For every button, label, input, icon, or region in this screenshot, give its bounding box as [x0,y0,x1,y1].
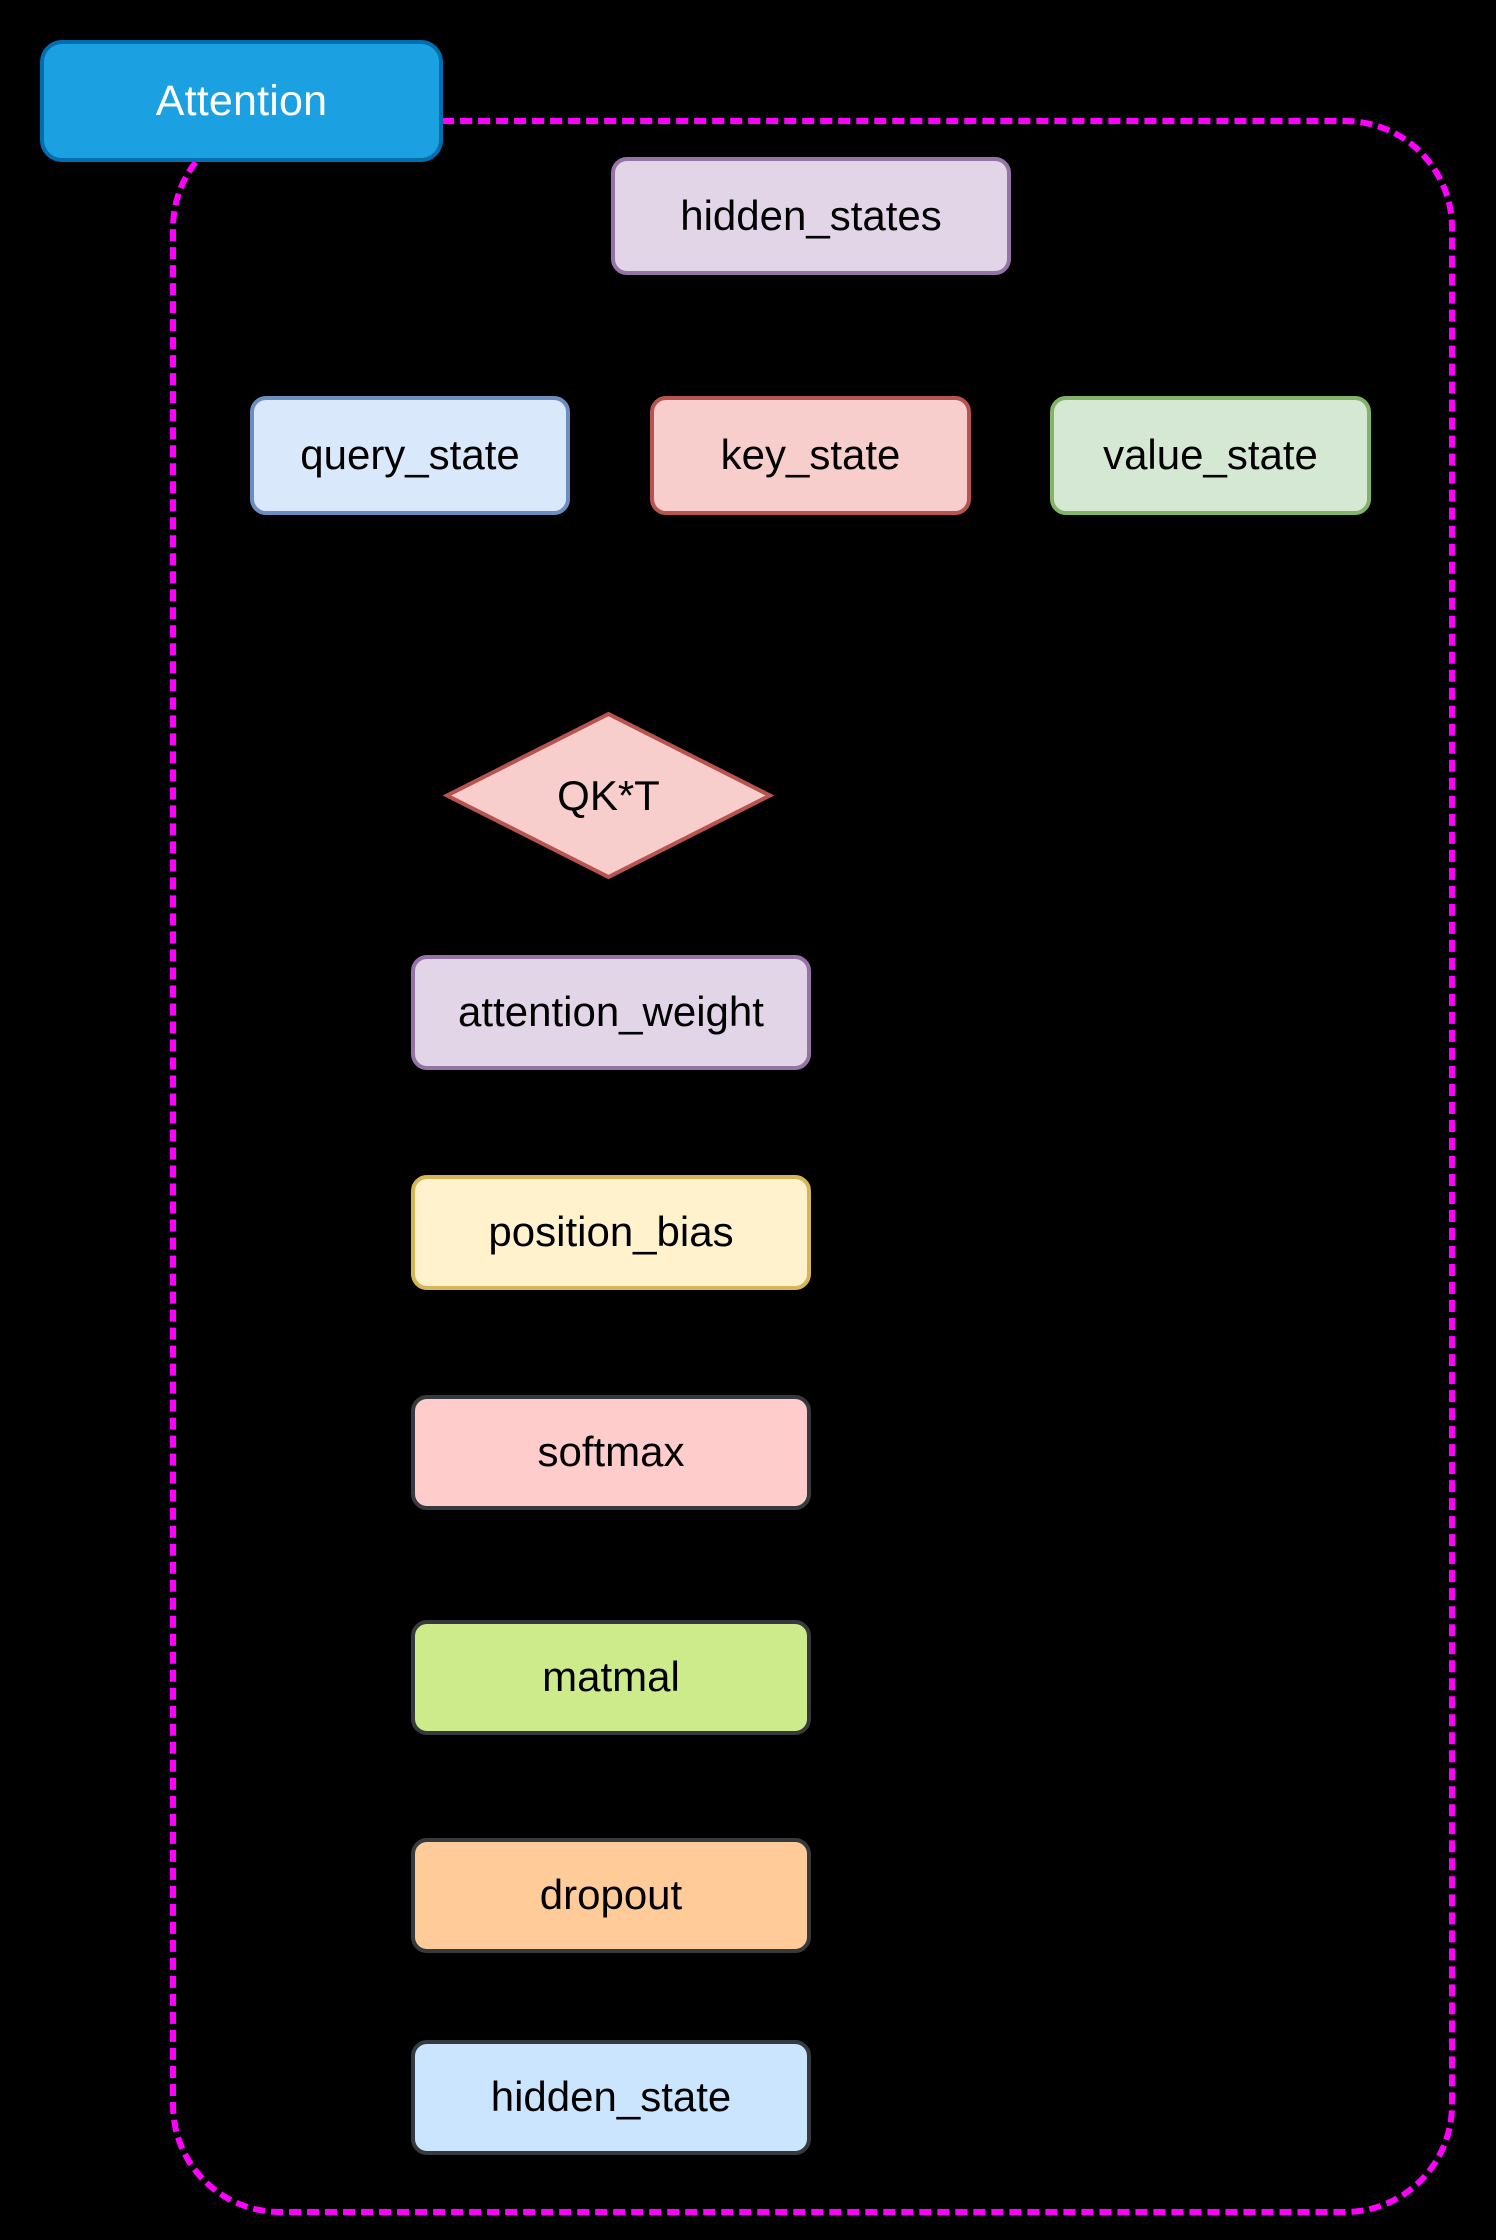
node-hidden_states[interactable]: hidden_states [611,157,1011,275]
attention-subgraph-container [170,118,1455,2215]
node-label-hidden_states: hidden_states [680,191,942,239]
node-label-matmal: matmal [542,1653,680,1701]
node-position_bias[interactable]: position_bias [411,1175,811,1290]
node-label-dropout: dropout [539,1871,683,1919]
node-hidden_state[interactable]: hidden_state [411,2040,811,2155]
node-label-value_state: value_state [1103,431,1318,479]
node-label-key_state: key_state [720,431,901,479]
node-label-softmax: softmax [537,1428,685,1476]
node-label-attention_weight: attention_weight [458,988,764,1036]
node-softmax[interactable]: softmax [411,1395,811,1510]
node-value_state[interactable]: value_state [1050,396,1371,515]
node-qkt[interactable]: QK*T [442,711,775,880]
node-query_state[interactable]: query_state [250,396,570,515]
subgraph-title-attention[interactable]: Attention [40,40,443,162]
node-attention_weight[interactable]: attention_weight [411,955,811,1070]
node-label-position_bias: position_bias [488,1208,734,1256]
node-label-hidden_state: hidden_state [490,2073,732,2121]
node-label-query_state: query_state [300,431,520,479]
node-key_state[interactable]: key_state [650,396,971,515]
node-matmal[interactable]: matmal [411,1620,811,1735]
node-dropout[interactable]: dropout [411,1838,811,1953]
